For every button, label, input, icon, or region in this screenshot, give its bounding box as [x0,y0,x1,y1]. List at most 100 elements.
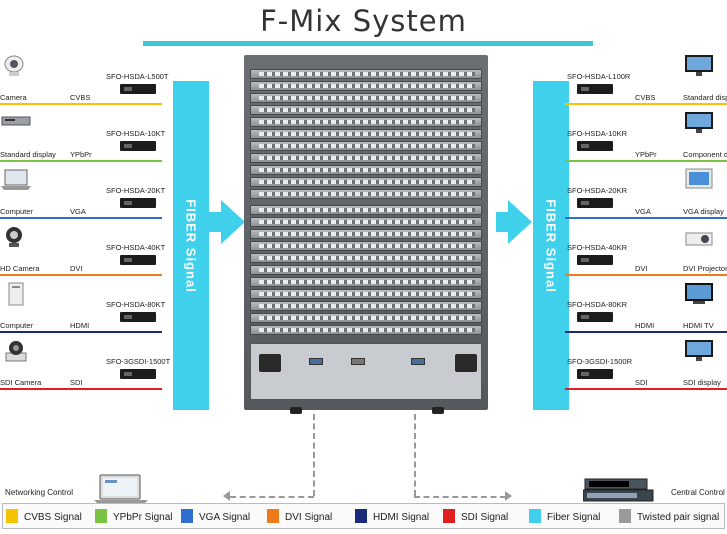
card-slot [250,69,482,79]
signal-cable [565,331,727,333]
converter-module [577,198,613,208]
legend-swatch [6,509,18,523]
module-model: SFO-HSDA-L100R [567,72,631,81]
module-model: SFO-HSDA-40KR [567,243,628,252]
legend-label: Twisted pair signal [637,512,720,523]
legend-item: SDI Signal [443,507,543,527]
converter-module [577,255,613,265]
card-slot [250,105,482,115]
legend-item: YPbPr Signal [95,507,195,527]
monitor-icon [683,339,715,368]
power-socket-right [455,354,477,372]
legend-swatch [443,509,455,523]
output-arrow-icon [508,200,532,244]
output-fiber-column: FIBER Signal [533,81,569,410]
legend-item: HDMI Signal [355,507,455,527]
converter-module [120,255,156,265]
signal-type: YPbPr [635,150,657,159]
legend-swatch [181,509,193,523]
dvd-player-icon [0,111,32,140]
signal-type: DVI [635,264,648,273]
legend-label: YPbPr Signal [113,512,173,523]
device-name: HDMI TV [683,321,714,330]
legend-label: HDMI Signal [373,512,430,523]
camera-icon [0,54,32,83]
legend-label: Fiber Signal [547,512,601,523]
signal-cable [0,103,162,105]
signal-cable [565,388,727,390]
module-model: SFO-HSDA-80KR [567,300,628,309]
card-slot [250,117,482,127]
signal-type: HDMI [70,321,90,330]
device-name: SDI display [683,378,721,387]
module-model: SFO-HSDA-L500T [106,72,169,81]
webcam-icon [0,225,32,254]
signal-type: DVI [70,264,83,273]
monitor-icon [683,111,715,140]
converter-module [120,141,156,151]
card-slot [250,241,482,251]
converter-module [120,84,156,94]
card-slot [250,217,482,227]
device-name: Component display [683,150,727,159]
converter-module [577,312,613,322]
device-name: HD Camera [0,264,40,273]
monitor-icon [683,54,715,83]
signal-type: YPbPr [70,150,92,159]
signal-type: VGA [70,207,86,216]
card-slot [250,325,482,335]
device-name: Camera [0,93,27,102]
legend-item: Fiber Signal [529,507,629,527]
laptop-icon [0,168,32,197]
module-model: SFO-HSDA-80KT [106,300,166,309]
crt-monitor-icon [683,168,715,197]
central-control-label: Central Control [671,488,725,497]
pc-tower-icon [0,282,32,311]
network-port [351,358,365,365]
central-link-arrow-icon [505,491,512,501]
chassis-foot-right [432,407,444,414]
signal-type: CVBS [70,93,91,102]
card-slot [250,153,482,163]
central-control-device-icon [583,478,654,502]
legend-item: CVBS Signal [6,507,106,527]
signal-type: SDI [70,378,83,387]
signal-cable [0,274,162,276]
power-socket-left [259,354,281,372]
signal-cable [565,160,727,162]
signal-type: CVBS [635,93,656,102]
matrix-chassis [244,55,488,414]
module-model: SFO-HSDA-20KT [106,186,166,195]
signal-cable [0,160,162,162]
card-slot [250,205,482,215]
signal-cable [565,103,727,105]
signal-cable [0,217,162,219]
tv-icon [683,282,715,311]
card-slot [250,277,482,287]
module-model: SFO-HSDA-40KT [106,243,166,252]
card-slot [250,93,482,103]
module-model: SFO-HSDA-10KR [567,129,628,138]
converter-module [120,198,156,208]
signal-type: VGA [635,207,651,216]
legend-swatch [619,509,631,523]
signal-type: SDI [635,378,648,387]
device-name: SDI Camera [0,378,42,387]
input-arrow-stem [209,212,223,232]
output-row: Standard displayCVBSSFO-HSDA-L100R [565,52,727,105]
device-name: VGA display [683,207,724,216]
signal-type: HDMI [635,321,655,330]
network-link-vertical [313,414,315,496]
card-slot [250,313,482,323]
card-slot [250,229,482,239]
module-model: SFO-HSDA-20KR [567,186,628,195]
output-fiber-label: FIBER Signal [543,198,559,293]
card-slot [250,189,482,199]
module-model: SFO-HSDA-10KT [106,129,166,138]
legend-item: VGA Signal [181,507,281,527]
central-link-horizontal [414,496,506,498]
projector-icon [683,225,715,254]
